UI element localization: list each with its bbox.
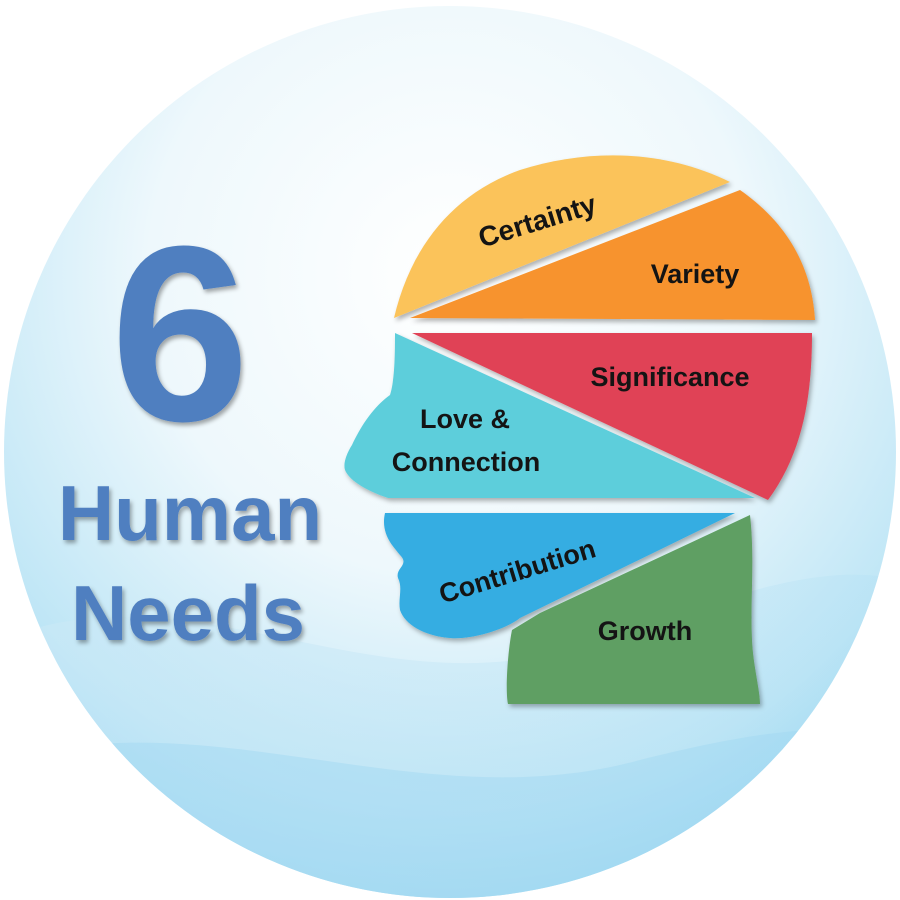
title-line-needs: Needs <box>71 569 305 657</box>
label-love-line1: Love & <box>420 404 510 434</box>
label-love-line2: Connection <box>392 447 541 477</box>
segment-variety <box>410 190 815 320</box>
segment-love-connection <box>344 333 755 498</box>
segment-growth <box>506 515 760 704</box>
label-variety: Variety <box>651 259 740 289</box>
segment-certainty <box>394 155 730 318</box>
head-diagram <box>344 155 815 704</box>
title-line-human: Human <box>58 469 322 557</box>
label-growth: Growth <box>598 616 693 646</box>
label-significance: Significance <box>590 362 749 392</box>
segment-significance <box>412 333 812 500</box>
segment-contribution <box>383 513 735 639</box>
title-number: 6 <box>110 194 249 473</box>
title-block: 6 Human Needs <box>58 194 322 657</box>
